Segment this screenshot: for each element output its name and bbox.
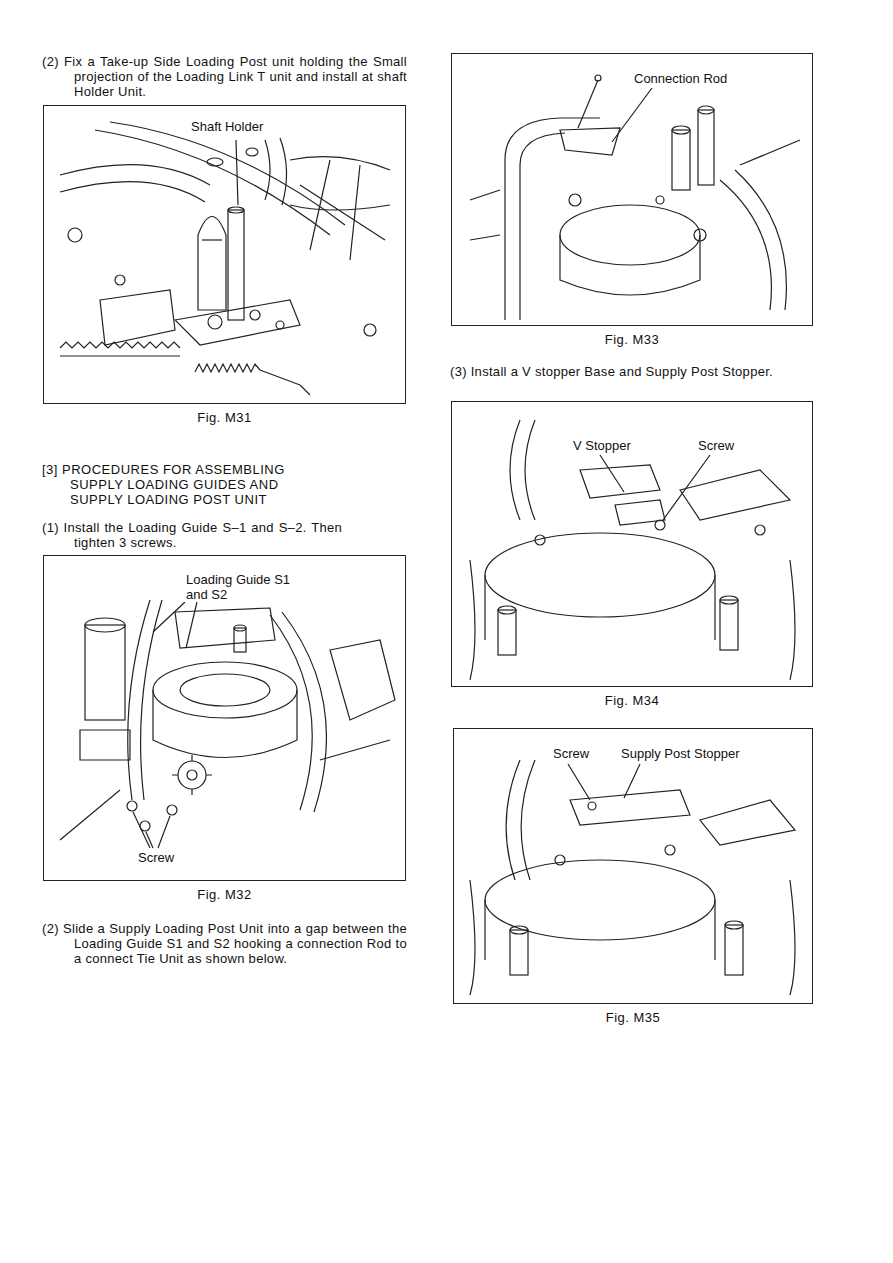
fig-m31-drawing [60, 122, 390, 395]
fig-m35-drawing [470, 760, 795, 995]
figure-frame: Connection RodFig. M33 [451, 53, 813, 326]
figure-caption: Fig. M32 [44, 887, 405, 902]
step-text: (2) Fix a Take-up Side Loading Post unit… [42, 54, 407, 99]
figure-caption: Fig. M34 [452, 693, 812, 708]
part-label: Supply Post Stopper [619, 746, 773, 761]
figure-caption: Fig. M31 [44, 410, 405, 425]
figure-frame: Shaft HolderFig. M31 [43, 105, 406, 404]
fig-m34-drawing [470, 420, 795, 680]
figure-frame: V StopperScrewFig. M34 [451, 401, 813, 687]
part-label: Screw [136, 850, 200, 865]
figure-caption: Fig. M35 [454, 1010, 812, 1025]
part-label: Loading Guide S1 and S2 [184, 572, 300, 602]
step-text: (1) Install the Loading Guide S–1 and S–… [42, 520, 342, 550]
figure-frame: ScrewSupply Post StopperFig. M35 [453, 728, 813, 1004]
part-label: Screw [696, 438, 752, 453]
step-text: (2) Slide a Supply Loading Post Unit int… [42, 921, 407, 966]
step-text: (3) Install a V stopper Base and Supply … [450, 364, 813, 379]
part-label: Screw [551, 746, 607, 761]
fig-m32-drawing [60, 600, 395, 848]
part-label: Shaft Holder [189, 119, 293, 134]
part-label: V Stopper [571, 438, 655, 453]
section-heading: [3] PROCEDURES FOR ASSEMBLING SUPPLY LOA… [42, 462, 334, 507]
fig-m33-drawing [470, 75, 800, 320]
figure-frame: Loading Guide S1 and S2ScrewFig. M32 [43, 555, 406, 881]
figure-caption: Fig. M33 [452, 332, 812, 347]
part-label: Connection Rod [632, 71, 756, 86]
